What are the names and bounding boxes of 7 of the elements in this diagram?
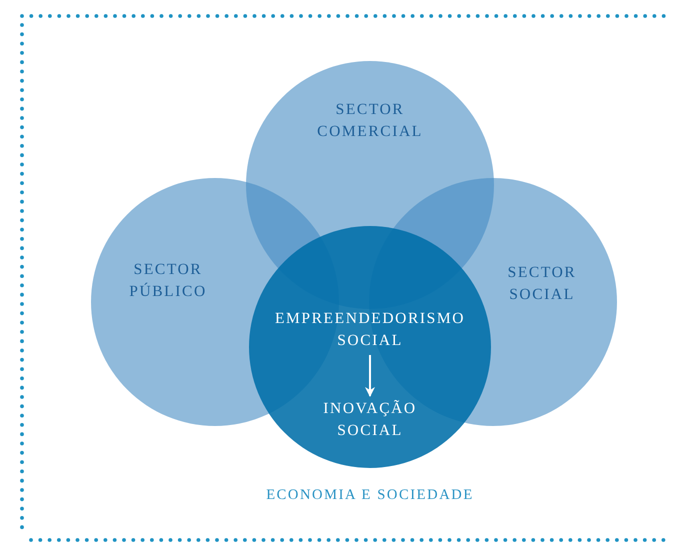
caption-text: ECONOMIA E SOCIEDADE xyxy=(265,486,475,505)
arrow xyxy=(365,355,375,397)
circle-label: EMPREENDEDORISMO SOCIAL xyxy=(255,308,485,352)
circle-label: INOVAÇÃO SOCIAL xyxy=(300,398,440,442)
circle-label: SECTOR PÚBLICO xyxy=(128,260,208,302)
circle-label: SECTOR COMERCIAL xyxy=(316,100,424,142)
circle-label: SECTOR SOCIAL xyxy=(506,263,578,305)
